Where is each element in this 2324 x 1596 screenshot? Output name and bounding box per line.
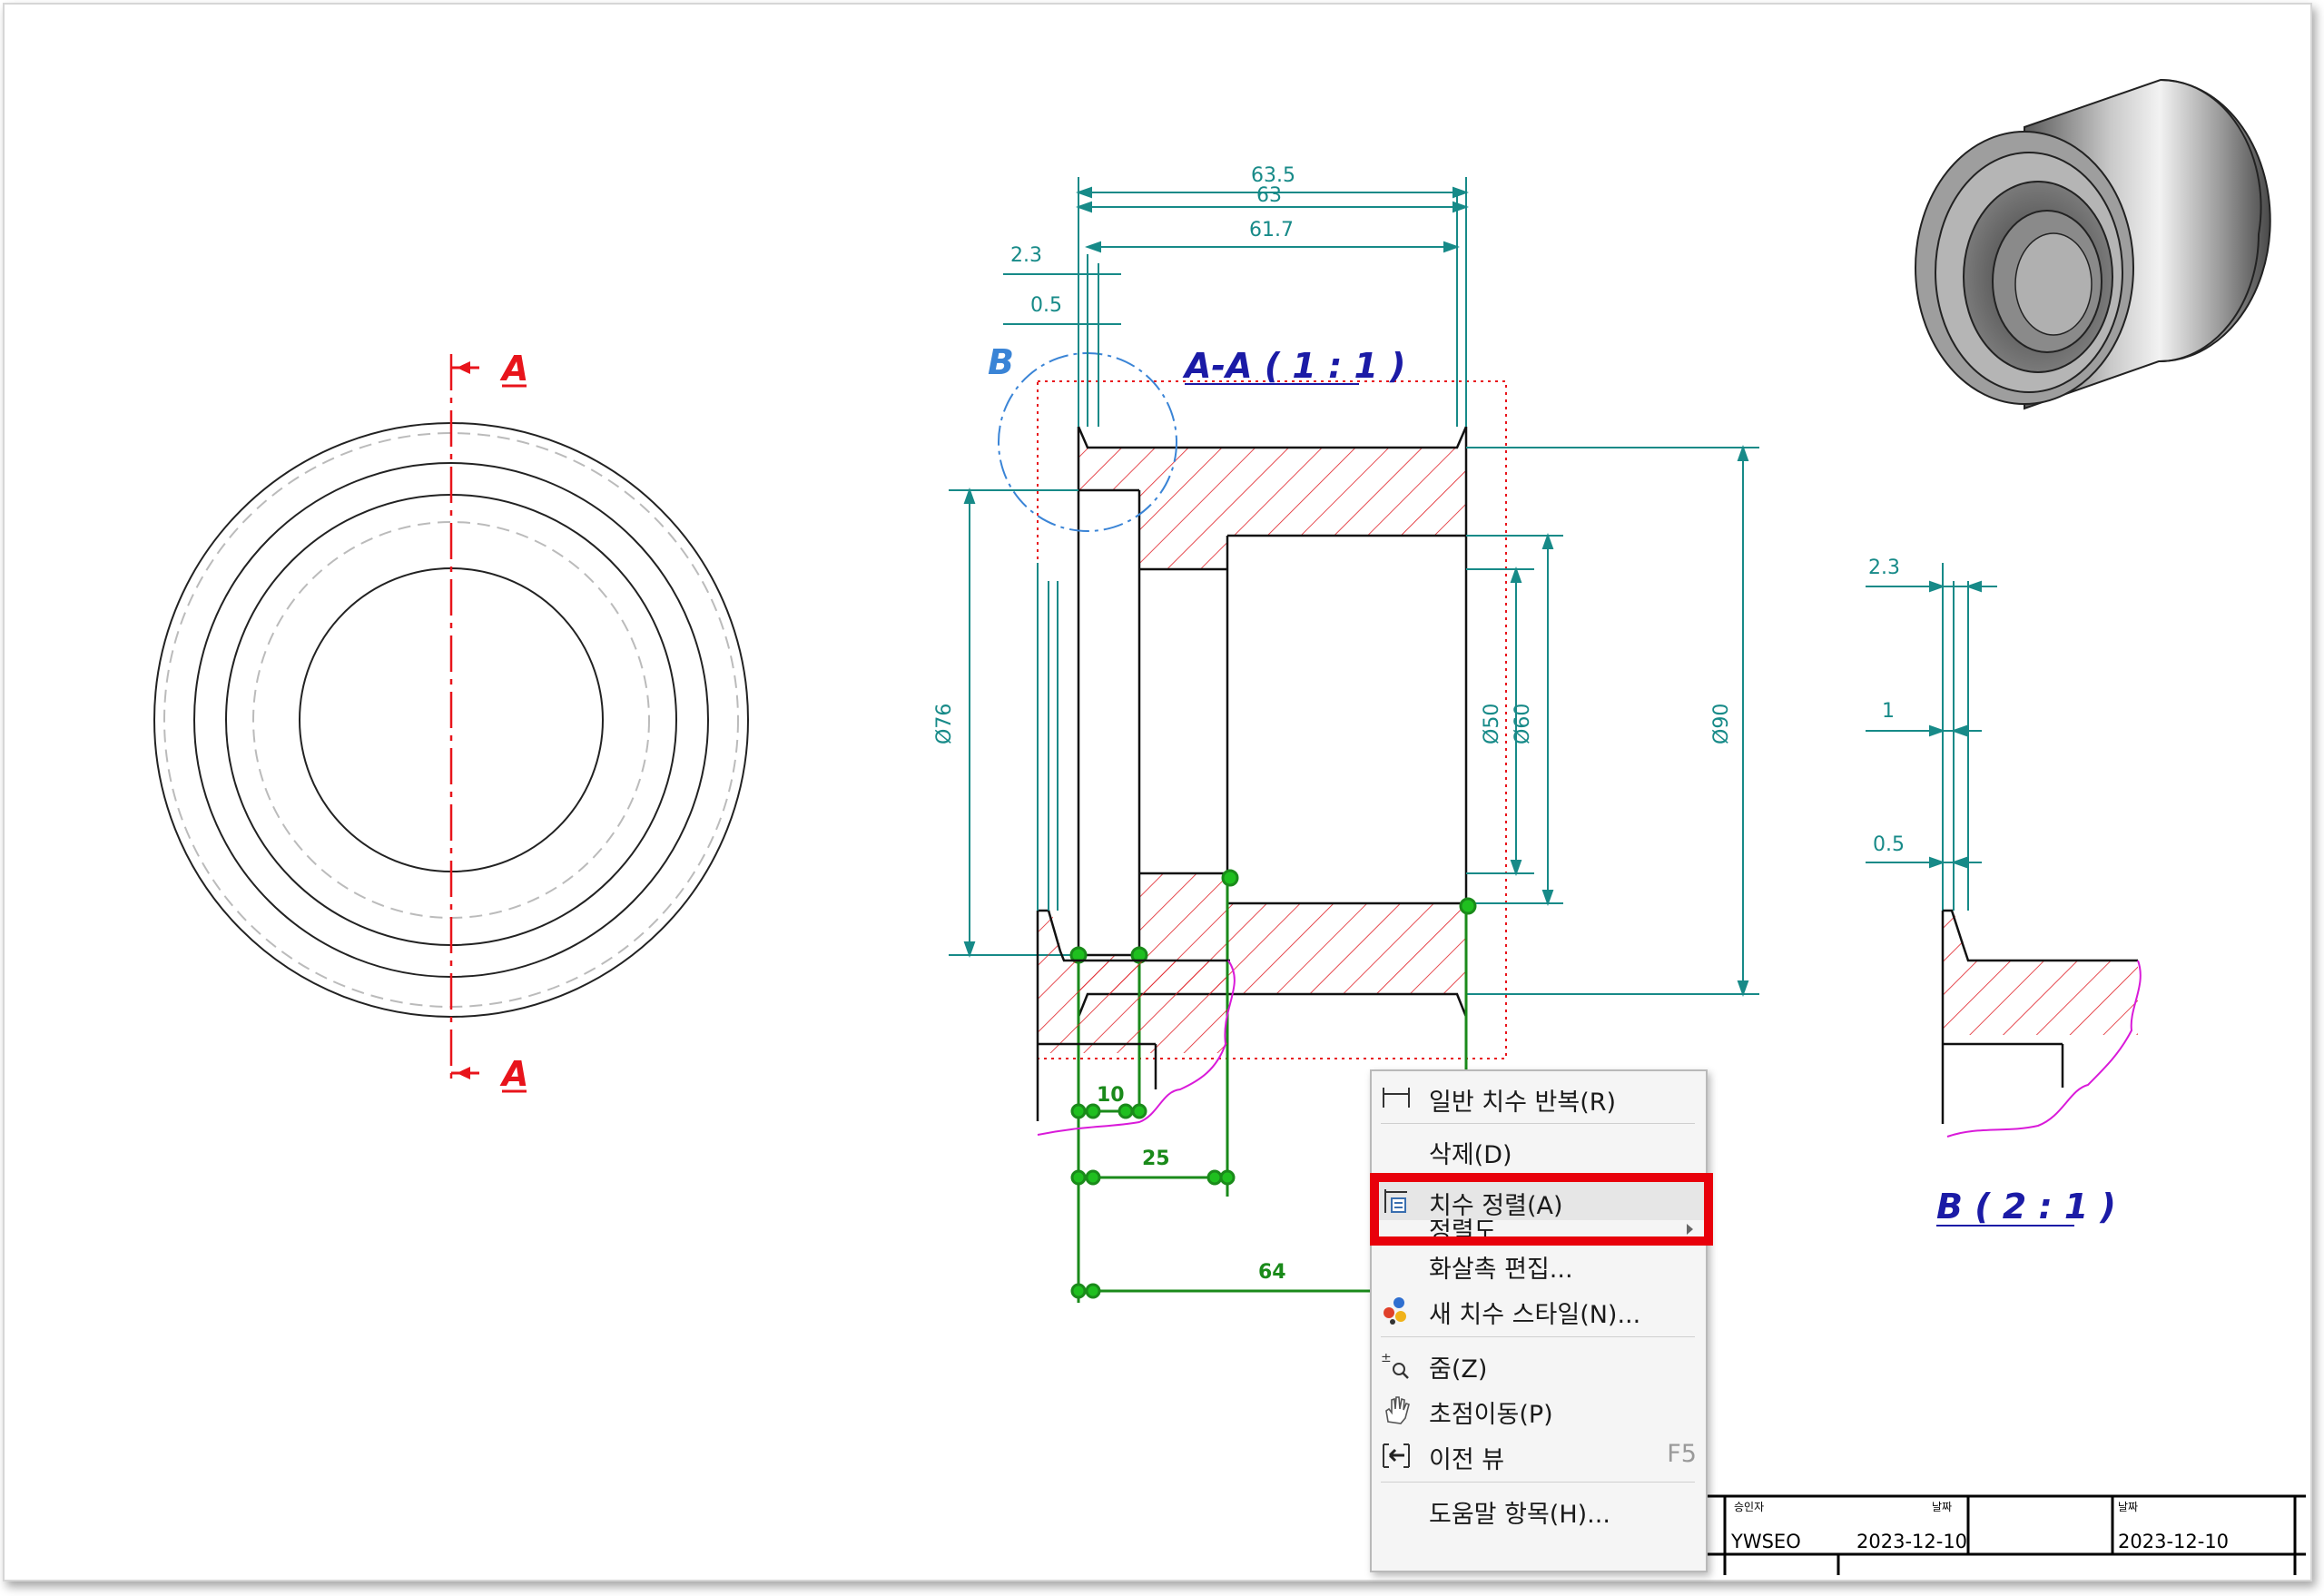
menu-item-label: 초점이동(P) [1429, 1401, 1553, 1429]
detail-dimension-lines[interactable] [1866, 563, 1997, 911]
menu-item-align-dimensions[interactable]: 치수 정렬(A) [1372, 1180, 1706, 1220]
previous-view-icon [1381, 1440, 1412, 1471]
menu-item-label: 줌(Z) [1429, 1355, 1488, 1384]
top-dimensions[interactable] [1003, 177, 1469, 427]
date-value-1: 2023-12-10 [1856, 1531, 1967, 1552]
dim-25[interactable]: 25 [1142, 1148, 1170, 1170]
dim-dia-50[interactable]: Ø50 [1481, 704, 1503, 744]
menu-item-label: 새 치수 스타일(N)... [1429, 1301, 1641, 1329]
highlight-box [1370, 1173, 1713, 1246]
isometric-3d-view[interactable] [1915, 78, 2271, 410]
menu-item-delete[interactable]: 삭제(D) [1372, 1129, 1706, 1169]
menu-item-new-dimension-style[interactable]: 새 치수 스타일(N)... [1372, 1289, 1706, 1329]
menu-separator [1381, 1123, 1695, 1124]
section-label-a-bottom: A [499, 1054, 528, 1094]
dim-10[interactable]: 10 [1097, 1084, 1125, 1107]
dim-63[interactable]: 63 [1256, 184, 1282, 207]
date-label-2: 날짜 [2118, 1501, 2138, 1513]
dim-dia-76[interactable]: Ø76 [933, 704, 956, 744]
title-block[interactable] [1704, 1494, 2306, 1575]
menu-item-label: 화살촉 편집... [1429, 1256, 1573, 1284]
dimension-repeat-icon [1381, 1082, 1412, 1113]
approver-value: YWSEO [1730, 1531, 1801, 1552]
menu-item-help[interactable]: 도움말 항목(H)... [1372, 1489, 1706, 1529]
detail-view-geometry[interactable] [1941, 909, 2142, 1138]
date-label-1: 날짜 [1932, 1501, 1952, 1513]
menu-item-edit-arrowhead[interactable]: 화살촉 편집... [1372, 1244, 1706, 1284]
menu-item-zoom[interactable]: ± 줌(Z) [1372, 1344, 1706, 1384]
menu-item-repeat-dimension[interactable]: 일반 치수 반복(R) [1372, 1077, 1706, 1117]
dim-2-3[interactable]: 2.3 [1010, 244, 1042, 267]
detail-view-title[interactable]: B ( 2 : 1 ) [1936, 1187, 2116, 1227]
dim-61-7[interactable]: 61.7 [1249, 219, 1294, 241]
detail-view-b[interactable] [1036, 909, 1236, 1136]
dim-64[interactable]: 64 [1258, 1261, 1286, 1284]
dim-dia-90[interactable]: Ø90 [1710, 704, 1733, 744]
menu-separator [1381, 1482, 1695, 1483]
detail-dim-2-3[interactable]: 2.3 [1868, 557, 1900, 579]
context-menu[interactable]: 일반 치수 반복(R) 삭제(D) 치수 정렬(A) 정렬도 화살촉 편집...… [1370, 1069, 1708, 1572]
menu-separator [1381, 1336, 1695, 1337]
menu-item-shortcut: F5 [1667, 1440, 1697, 1468]
menu-item-label: 일반 치수 반복(R) [1429, 1089, 1617, 1117]
section-label-a-top: A [499, 349, 528, 389]
dim-63-5[interactable]: 63.5 [1251, 164, 1295, 187]
detail-label-b: B [988, 342, 1014, 382]
zoom-icon: ± [1381, 1349, 1412, 1380]
submenu-arrow-icon [1687, 1224, 1693, 1235]
detail-dim-1[interactable]: 1 [1882, 700, 1895, 723]
svg-text:±: ± [1381, 1351, 1392, 1365]
dimension-align-icon [1381, 1186, 1412, 1217]
pan-hand-icon [1381, 1394, 1412, 1425]
section-view[interactable] [1037, 380, 1507, 1059]
dim-0-5[interactable]: 0.5 [1030, 294, 1062, 317]
vertical-dimensions[interactable] [949, 445, 1759, 997]
approver-label: 승인자 [1734, 1501, 1764, 1513]
front-view[interactable] [153, 354, 749, 1085]
detail-dim-0-5[interactable]: 0.5 [1873, 833, 1905, 856]
menu-item-previous-view[interactable]: 이전 뷰 F5 [1372, 1434, 1706, 1474]
date-value-2: 2023-12-10 [2118, 1531, 2229, 1552]
menu-item-label: 도움말 항목(H)... [1429, 1501, 1610, 1529]
dimension-style-icon [1381, 1295, 1412, 1325]
section-marker-bottom[interactable]: A [451, 1054, 528, 1094]
menu-item-pan[interactable]: 초점이동(P) [1372, 1389, 1706, 1429]
dim-dia-60[interactable]: Ø60 [1512, 704, 1534, 744]
section-marker-top[interactable]: A [451, 349, 528, 389]
menu-item-label: 이전 뷰 [1429, 1446, 1505, 1474]
menu-item-label: 치수 정렬(A) [1429, 1192, 1563, 1220]
section-view-title[interactable]: A-A ( 1 : 1 ) [1182, 346, 1406, 386]
menu-item-label: 삭제(D) [1429, 1141, 1512, 1169]
